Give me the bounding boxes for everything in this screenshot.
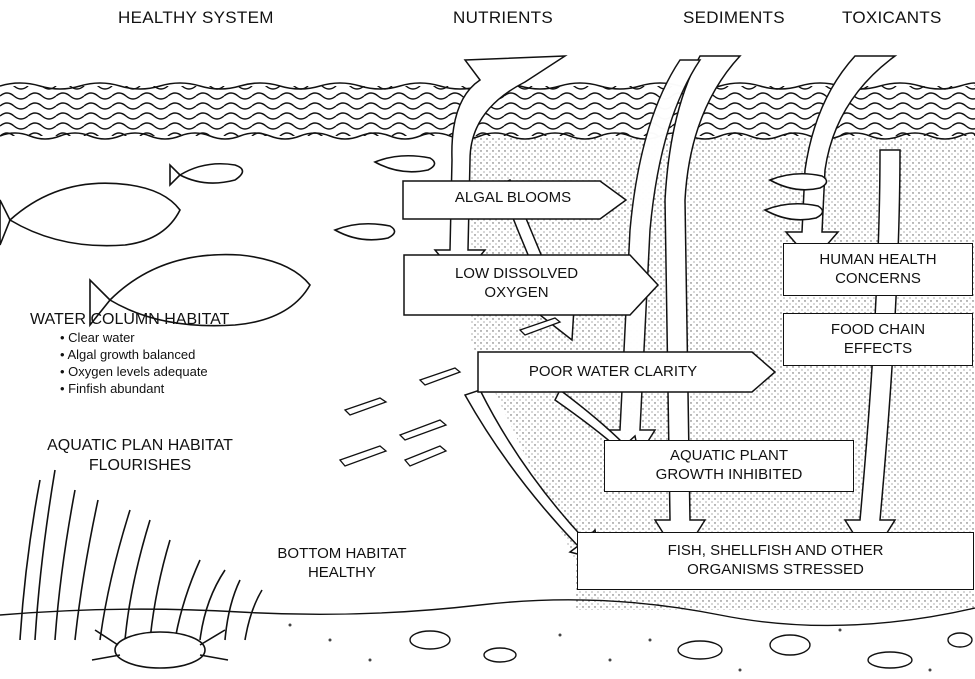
bullet-clear-water: Clear water	[60, 330, 208, 347]
crab-illustration	[92, 630, 228, 668]
bottom-dots	[289, 624, 932, 672]
food-chain-box: FOOD CHAIN EFFECTS	[783, 313, 973, 366]
aquatic-plant-line2: FLOURISHES	[20, 456, 260, 476]
small-fish	[170, 164, 243, 185]
large-fish	[0, 183, 180, 246]
plant-growth-inhibited-box: AQUATIC PLANT GROWTH INHIBITED	[604, 440, 854, 492]
header-toxicants: TOXICANTS	[842, 8, 942, 28]
small-fish-2	[375, 156, 435, 172]
human-health-box: HUMAN HEALTH CONCERNS	[783, 243, 973, 296]
aquatic-plants	[20, 470, 262, 640]
water-column-title: WATER COLUMN HABITAT	[30, 310, 229, 330]
aquatic-plant-line1: AQUATIC PLAN HABITAT	[20, 436, 260, 456]
human-health-line2: CONCERNS	[819, 270, 936, 289]
bullet-algal-growth: Algal growth balanced	[60, 347, 208, 364]
algal-blooms-label: ALGAL BLOOMS	[403, 189, 623, 208]
food-chain-line1: FOOD CHAIN	[831, 321, 925, 340]
bottom-habitat-line2: HEALTHY	[262, 564, 422, 583]
aquatic-plant-label: AQUATIC PLAN HABITAT FLOURISHES	[20, 436, 260, 476]
low-oxygen-line2: OXYGEN	[404, 284, 629, 303]
low-oxygen-line1: LOW DISSOLVED	[404, 265, 629, 284]
header-sediments: SEDIMENTS	[683, 8, 785, 28]
plant-inhibited-line2: GROWTH INHIBITED	[656, 466, 803, 485]
poor-clarity-label: POOR WATER CLARITY	[478, 363, 748, 382]
bottom-habitat-line1: BOTTOM HABITAT	[262, 545, 422, 564]
organisms-stressed-line1: FISH, SHELLFISH AND OTHER	[668, 542, 884, 561]
header-nutrients: NUTRIENTS	[453, 8, 553, 28]
organisms-stressed-box: FISH, SHELLFISH AND OTHER ORGANISMS STRE…	[577, 532, 974, 590]
organisms-stressed-line2: ORGANISMS STRESSED	[668, 561, 884, 580]
plant-inhibited-line1: AQUATIC PLANT	[656, 447, 803, 466]
bottom-habitat-label: BOTTOM HABITAT HEALTHY	[262, 545, 422, 583]
bullet-finfish: Finfish abundant	[60, 381, 208, 398]
human-health-line1: HUMAN HEALTH	[819, 251, 936, 270]
bullet-oxygen-levels: Oxygen levels adequate	[60, 364, 208, 381]
water-column-bullets: Clear water Algal growth balanced Oxygen…	[60, 330, 208, 398]
header-healthy-system: HEALTHY SYSTEM	[118, 8, 274, 28]
low-oxygen-label: LOW DISSOLVED OXYGEN	[404, 265, 629, 303]
food-chain-line2: EFFECTS	[831, 340, 925, 359]
small-fish-3	[335, 224, 395, 240]
